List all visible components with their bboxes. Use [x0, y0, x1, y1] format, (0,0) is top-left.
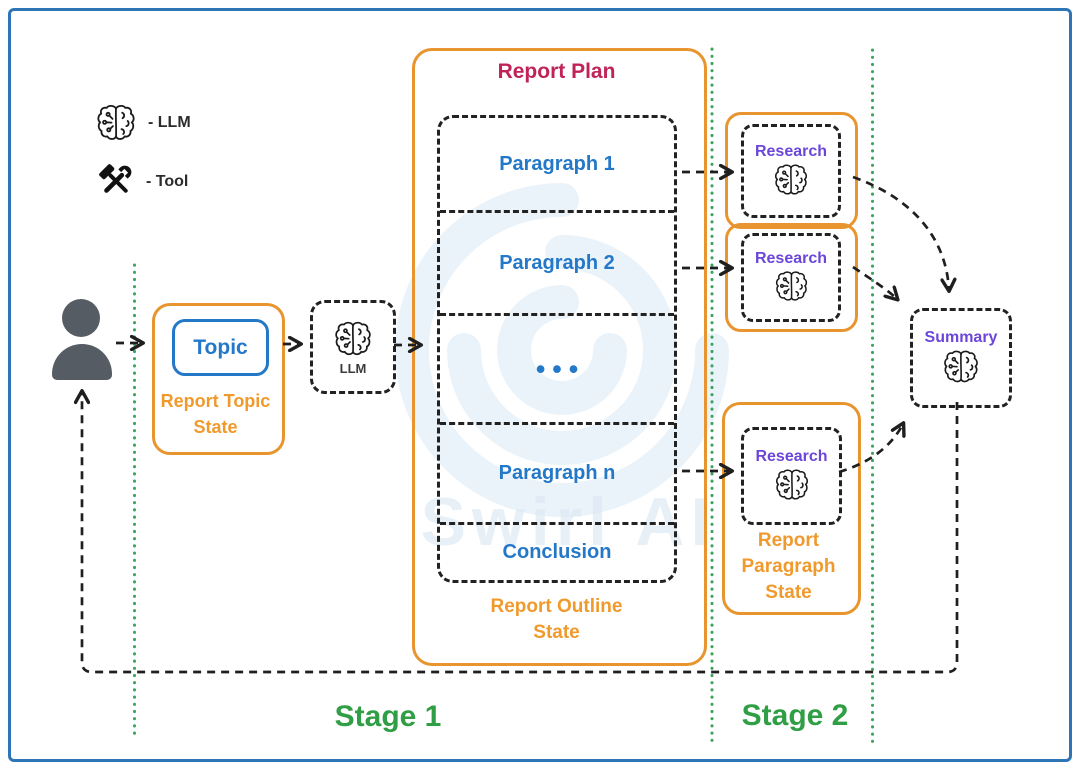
research-label-3: Research [755, 448, 828, 465]
topic-node: Topic [172, 319, 269, 376]
report-outline-state-label: Report Outline State [490, 596, 623, 643]
research-label-2: Research [754, 250, 828, 267]
legend-brain-llm-icon [94, 101, 138, 145]
paragraph-1-row: Paragraph 1 [499, 152, 615, 175]
conclusion-row: Conclusion [440, 522, 674, 580]
legend-tool-label: - Tool [146, 173, 189, 190]
legend-tool-icon [95, 160, 137, 202]
llm-node: LLM [310, 300, 396, 394]
brain-icon [332, 318, 374, 360]
legend-llm-label: - LLM [148, 114, 191, 131]
paragraph-n-row: Paragraph n [440, 422, 674, 522]
user-person-icon [62, 299, 100, 337]
brain-icon [941, 347, 981, 387]
report-plan-title: Report Plan [497, 60, 616, 83]
report-paragraph-state-label: Report Paragraph State [741, 530, 836, 603]
brain-icon [772, 161, 810, 199]
research-label-1: Research [754, 143, 828, 160]
paragraph-2-row: Paragraph 2 [440, 210, 674, 313]
research-node-2: Research [741, 233, 841, 322]
research-node-1: Research [741, 124, 841, 218]
ellipsis-row: ••• [440, 313, 674, 422]
brain-icon [773, 466, 811, 504]
llm-node-label: LLM [339, 361, 367, 376]
brain-icon [773, 268, 810, 305]
report-outline-box: Paragraph 1 Paragraph 2 ••• Paragraph n … [437, 115, 677, 583]
report-topic-state-label: Report Topic State [160, 391, 271, 437]
outer-border-frame [8, 8, 1072, 762]
stage-1-label: Stage 1 [334, 700, 442, 733]
stage-2-label: Stage 2 [741, 699, 849, 732]
summary-label: Summary [924, 329, 998, 346]
summary-node: Summary [910, 308, 1012, 408]
research-node-3: Research [741, 427, 842, 525]
